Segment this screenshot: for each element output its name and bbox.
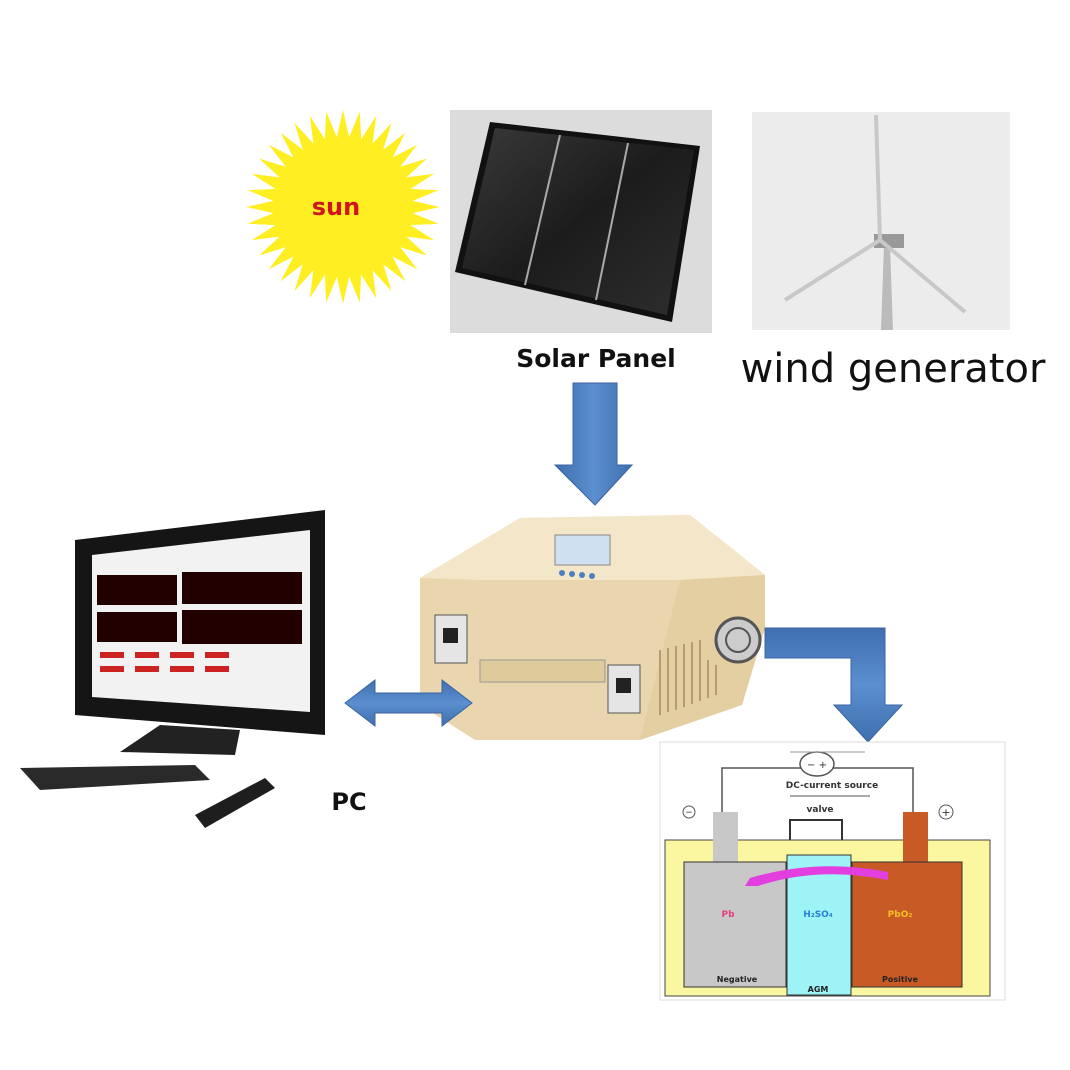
svg-text:− +: − + xyxy=(807,760,827,771)
solar-panel-image xyxy=(450,110,712,333)
pc-label: PC xyxy=(331,788,366,816)
dc-source-label: DC-current source xyxy=(786,781,878,791)
pbo2-label: PbO₂ xyxy=(888,910,913,920)
positive-label: Positive xyxy=(882,975,919,984)
wind-generator-label: wind generator xyxy=(741,346,1046,392)
sun-icon xyxy=(246,110,440,304)
pc-image xyxy=(20,510,325,828)
solar-panel-label: Solar Panel xyxy=(516,344,676,373)
wind-generator-image xyxy=(752,112,1010,330)
h2so4-label: H₂SO₄ xyxy=(803,910,833,920)
sun-label: sun xyxy=(312,193,360,221)
arrow-down xyxy=(553,382,634,506)
charge-controller-image xyxy=(420,515,765,740)
agm-label: AGM xyxy=(808,985,829,994)
arrow-bidirectional xyxy=(344,678,473,728)
svg-text:−: − xyxy=(685,808,693,818)
arrow-to-battery xyxy=(764,627,904,743)
pb-label: Pb xyxy=(721,910,735,920)
svg-text:+: + xyxy=(941,806,950,819)
negative-label: Negative xyxy=(717,975,758,984)
valve-label: valve xyxy=(807,805,834,815)
battery-diagram: − + − + DC-current source valve Pb H₂SO₄… xyxy=(659,741,1006,1001)
